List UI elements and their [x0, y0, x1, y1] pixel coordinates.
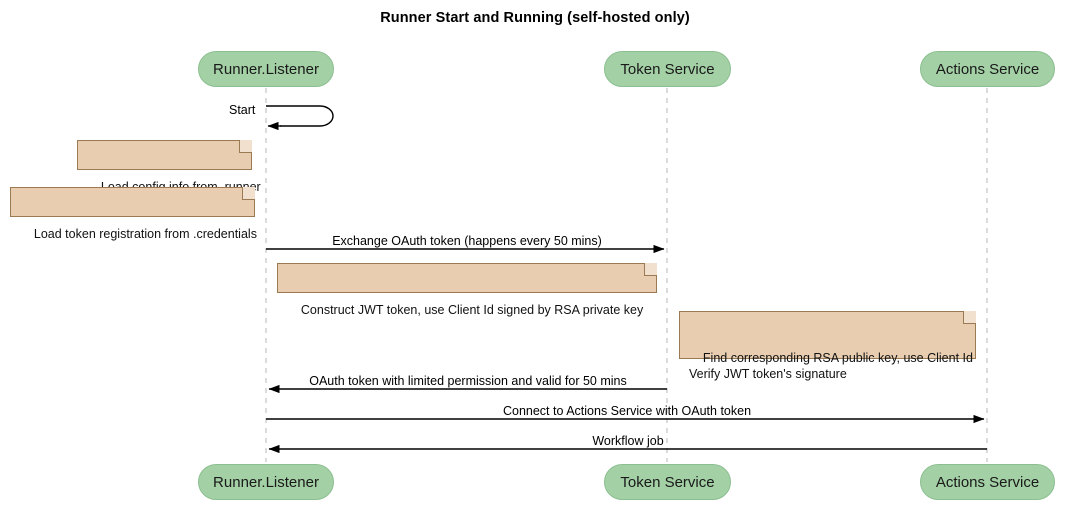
participant-runner-bottom[interactable]: Runner.Listener — [198, 464, 334, 500]
message-label-workflow-job: Workflow job — [592, 434, 664, 448]
message-label-oauth-token: OAuth token with limited permission and … — [309, 374, 627, 388]
note-text: Construct JWT token, use Client Id signe… — [300, 303, 644, 317]
participant-token-bottom[interactable]: Token Service — [604, 464, 731, 500]
note-fold-icon — [239, 140, 252, 153]
note-load-config: Load config info from .runner — [77, 140, 261, 194]
note-fold-icon — [963, 311, 976, 324]
participant-label: Token Service — [620, 60, 715, 78]
message-label-exchange-oauth: Exchange OAuth token (happens every 50 m… — [332, 234, 602, 248]
participant-label: Token Service — [620, 473, 715, 491]
self-message-start — [266, 105, 334, 131]
participant-runner-top[interactable]: Runner.Listener — [198, 51, 334, 87]
participant-label: Actions Service — [935, 60, 1040, 78]
message-label-connect-actions: Connect to Actions Service with OAuth to… — [502, 404, 752, 418]
note-text: Load token registration from .credential… — [33, 227, 257, 241]
participant-token-top[interactable]: Token Service — [604, 51, 731, 87]
note-text: Find corresponding RSA public key, use C… — [689, 351, 973, 381]
note-fold-icon — [644, 263, 657, 276]
participant-label: Runner.Listener — [213, 60, 319, 78]
diagram-title: Runner Start and Running (self-hosted on… — [380, 10, 690, 26]
note-load-token: Load token registration from .credential… — [10, 187, 257, 241]
lifelines — [265, 88, 988, 462]
participant-actions-top[interactable]: Actions Service — [920, 51, 1055, 87]
note-construct-jwt: Construct JWT token, use Client Id signe… — [277, 263, 657, 317]
message-label-start: Start — [229, 103, 256, 117]
note-verify-jwt: Find corresponding RSA public key, use C… — [679, 311, 976, 381]
participant-label: Runner.Listener — [213, 473, 319, 491]
participant-actions-bottom[interactable]: Actions Service — [920, 464, 1055, 500]
participant-label: Actions Service — [935, 473, 1040, 491]
note-fold-icon — [242, 187, 255, 200]
